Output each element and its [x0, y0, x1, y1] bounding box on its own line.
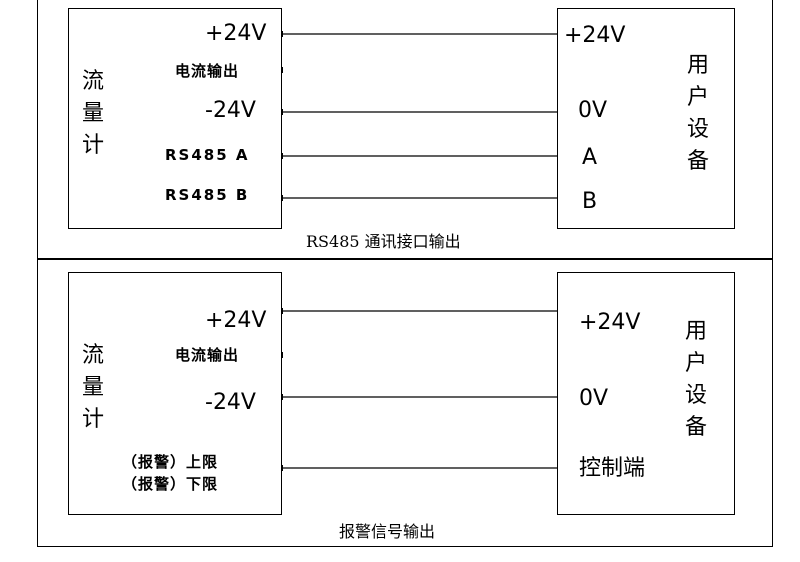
- device1-terminal-plus24v: +24V: [564, 23, 626, 48]
- terminal-tick-2d: [281, 465, 283, 471]
- rs485-section-caption: RS485 通讯接口输出: [306, 232, 461, 251]
- user-device-box-2: [557, 272, 735, 515]
- meter1-terminal-minus24v: -24V: [205, 98, 256, 123]
- meter2-terminal-plus24v: +24V: [205, 308, 267, 333]
- terminal-tick-2a: [281, 308, 283, 314]
- flowmeter-title-1: 流 量 计: [81, 69, 104, 158]
- terminal-tick-1c: [281, 109, 283, 115]
- device1-terminal-a: A: [582, 145, 598, 170]
- terminal-tick-1b: [281, 67, 283, 73]
- terminal-tick-1a: [281, 31, 283, 37]
- meter2-terminal-minus24v: -24V: [205, 390, 256, 415]
- meter2-terminal-alarm-lower: （报警）下限: [122, 475, 219, 493]
- meter2-terminal-current-out: 电流输出: [175, 346, 240, 364]
- alarm-section-caption: 报警信号输出: [339, 522, 436, 541]
- flowmeter-title-2: 流 量 计: [81, 343, 104, 432]
- rs485-section-panel: [37, 0, 773, 260]
- meter1-terminal-rs485-a: RS485 A: [165, 146, 250, 164]
- terminal-tick-1e: [281, 195, 283, 201]
- meter2-terminal-alarm-upper: （报警）上限: [122, 453, 219, 471]
- device2-terminal-plus24v: +24V: [579, 310, 641, 335]
- device2-terminal-control: 控制端: [579, 456, 646, 481]
- terminal-tick-1d: [281, 153, 283, 159]
- user-device-title-2: 用 户 设 备: [684, 319, 707, 440]
- terminal-tick-2b: [281, 352, 283, 358]
- device1-terminal-b: B: [582, 189, 598, 214]
- device1-terminal-0v: 0V: [578, 98, 608, 123]
- user-device-title-1: 用 户 设 备: [686, 53, 709, 174]
- meter1-terminal-current-out: 电流输出: [175, 62, 240, 80]
- meter1-terminal-plus24v: +24V: [205, 21, 267, 46]
- terminal-tick-2c: [281, 394, 283, 400]
- flowmeter-box-1: [68, 8, 282, 229]
- device2-terminal-0v: 0V: [579, 386, 609, 411]
- flowmeter-box-2: [68, 272, 282, 515]
- meter1-terminal-rs485-b: RS485 B: [165, 186, 250, 204]
- alarm-section-panel: [37, 258, 773, 547]
- user-device-box-1: [557, 8, 735, 229]
